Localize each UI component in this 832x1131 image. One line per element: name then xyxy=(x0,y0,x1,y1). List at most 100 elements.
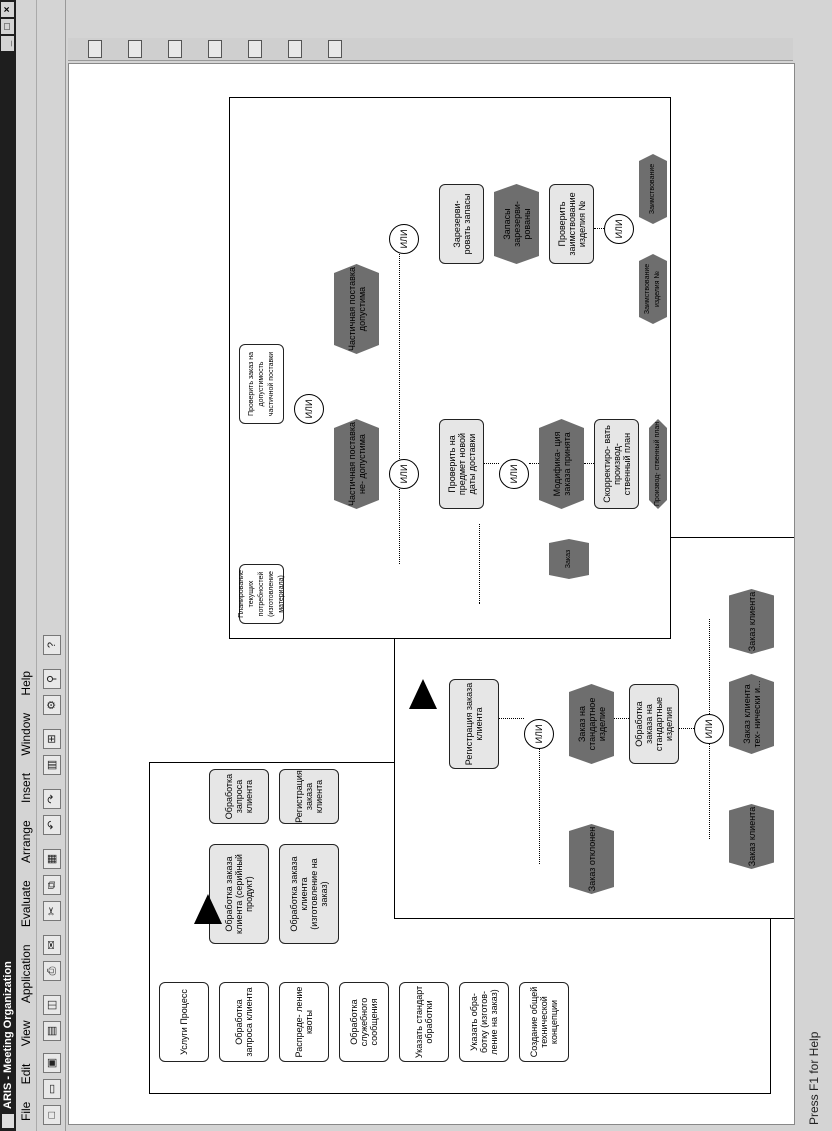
menu-application[interactable]: Application xyxy=(19,944,33,1004)
menu-view[interactable]: View xyxy=(19,1020,33,1047)
paste-icon[interactable]: ▦ xyxy=(43,849,61,869)
event-borrow[interactable]: Заимствование xyxy=(639,154,667,224)
node-processing-standard[interactable]: Указать стандарт обработки xyxy=(399,982,449,1062)
node-processing-custom[interactable]: Указать обра- ботку (изготов- ление на з… xyxy=(459,982,509,1062)
new-icon[interactable]: □ xyxy=(43,1105,61,1125)
node-quota-distribution[interactable]: Распреде- ление квоты xyxy=(279,982,329,1062)
or-connector[interactable]: ИЛИ xyxy=(524,719,554,749)
scroll-page-icon[interactable] xyxy=(288,40,302,58)
node-process-request[interactable]: Обработка запроса клиента xyxy=(219,982,269,1062)
toolbar: □ ▭ ▣ ▤ ◫ ⎙ ✉ ✂ ⧉ ▦ ↶ ↷ ▥ ⊞ ⚙ ⚲ ? xyxy=(37,0,66,1131)
mail-icon[interactable]: ✉ xyxy=(43,935,61,955)
zoom-icon[interactable]: ⚲ xyxy=(43,669,61,689)
scroll-thumb[interactable] xyxy=(128,40,142,58)
event-partial-not-allowed[interactable]: Частичная поставка не- допустима xyxy=(334,419,379,509)
vertical-scrollbar[interactable] xyxy=(68,38,793,61)
node-reserve-stock[interactable]: Зарезерви- ровать запасы xyxy=(439,184,484,264)
open-icon[interactable]: ▭ xyxy=(43,1079,61,1099)
event-order-rejected[interactable]: Заказ отклонен xyxy=(569,824,614,894)
help-icon[interactable]: ? xyxy=(43,635,61,655)
flow-line xyxy=(479,524,480,604)
flow-line xyxy=(484,463,499,464)
menu-arrange[interactable]: Arrange xyxy=(19,820,33,864)
save-icon[interactable]: ▣ xyxy=(43,1053,61,1073)
node-services-process[interactable]: Услуги Процесс xyxy=(159,982,209,1062)
event-production-plan[interactable]: Производ- ственный план xyxy=(649,419,667,509)
node-check-new-date[interactable]: Проверить на предмет новой даты доставки xyxy=(439,419,484,509)
node-planning[interactable]: Планирование текущих потребностей (изгот… xyxy=(238,564,285,624)
flow-line xyxy=(399,489,400,564)
minimize-button[interactable]: _ xyxy=(1,36,14,51)
menu-edit[interactable]: Edit xyxy=(19,1063,33,1085)
maximize-button[interactable]: □ xyxy=(1,19,14,34)
flow-line xyxy=(499,718,524,719)
or-connector[interactable]: ИЛИ xyxy=(604,214,634,244)
redo-icon[interactable]: ↷ xyxy=(43,789,61,809)
close-button[interactable]: × xyxy=(1,2,14,17)
flow-line xyxy=(614,718,629,719)
or-connector[interactable]: ИЛИ xyxy=(389,459,419,489)
or-connector[interactable]: ИЛИ xyxy=(499,459,529,489)
or-connector[interactable]: ИЛИ xyxy=(389,224,419,254)
window-title: ARIS - Meeting Organization xyxy=(2,961,14,1109)
event-partial-allowed[interactable]: Частичная поставка допустима xyxy=(334,264,379,354)
flow-line xyxy=(529,463,539,464)
event-standard-order[interactable]: Заказ на стандартное изделие xyxy=(569,684,614,764)
aris-logo-icon xyxy=(2,1114,14,1128)
pointer-arrow-icon xyxy=(194,894,222,924)
flow-line xyxy=(709,619,710,714)
menu-evaluate[interactable]: Evaluate xyxy=(19,880,33,928)
undo-icon[interactable]: ↶ xyxy=(43,815,61,835)
menu-insert[interactable]: Insert xyxy=(19,772,33,803)
node-process-standard[interactable]: Обработка заказа на стандартные изделия xyxy=(629,684,679,764)
status-text: Press F1 for Help xyxy=(807,1031,821,1125)
menu-help[interactable]: Help xyxy=(19,670,33,696)
node-service-message[interactable]: Обработка служебного сообщения xyxy=(339,982,389,1062)
node-check-partial[interactable]: Проверить заказ на допустимость частично… xyxy=(239,344,284,424)
scroll-page-icon[interactable] xyxy=(248,40,262,58)
flow-line xyxy=(584,463,594,464)
event-modification-accepted[interactable]: Модифика- ция заказа принята xyxy=(539,419,584,509)
node-order-registration[interactable]: Регистрация заказа клиента xyxy=(279,769,339,824)
menu-file[interactable]: File xyxy=(19,1101,33,1121)
diagram-canvas[interactable]: Услуги Процесс Обработка запроса клиента… xyxy=(68,63,795,1125)
title-bar: ARIS - Meeting Organization _ □ × xyxy=(0,0,16,1131)
node-order-custom[interactable]: Обработка заказа клиента (изготовление н… xyxy=(279,844,339,944)
flow-line xyxy=(709,744,710,839)
flow-line xyxy=(679,728,694,729)
node-tech-concept[interactable]: Создание общей технической концепции xyxy=(519,982,569,1062)
right-panel xyxy=(229,97,671,639)
or-connector[interactable]: ИЛИ xyxy=(294,394,324,424)
scroll-page-icon[interactable] xyxy=(208,40,222,58)
copy-icon[interactable]: ⧉ xyxy=(43,875,61,895)
event-order-client[interactable]: Заказ клиента xyxy=(729,804,774,869)
flow-line xyxy=(594,228,604,229)
flow-line xyxy=(539,749,540,864)
pointer-arrow-icon xyxy=(409,679,437,709)
menu-bar: File Edit View Application Evaluate Arra… xyxy=(16,0,37,1131)
print-icon[interactable]: ▤ xyxy=(43,1021,61,1041)
scroll-page-icon[interactable] xyxy=(168,40,182,58)
properties-icon[interactable]: ▥ xyxy=(43,755,61,775)
scroll-page-icon[interactable] xyxy=(328,40,342,58)
node-check-borrow[interactable]: Проверить заимствование изделия № xyxy=(549,184,594,264)
print-setup-icon[interactable]: ⎙ xyxy=(43,961,61,981)
tools-icon[interactable]: ⚙ xyxy=(43,695,61,715)
event-borrow-item[interactable]: Заимствование изделия № xyxy=(639,254,667,324)
layout-icon[interactable]: ⊞ xyxy=(43,729,61,749)
status-bar: Press F1 for Help xyxy=(800,0,830,1131)
node-request-processing[interactable]: Обработка запроса клиента xyxy=(209,769,269,824)
event-order-client[interactable]: Заказ клиента xyxy=(729,589,774,654)
scroll-up-icon[interactable] xyxy=(88,40,102,58)
flow-line xyxy=(399,254,400,459)
menu-window[interactable]: Window xyxy=(19,712,33,756)
event-stock-reserved[interactable]: Запасы зарезерви- рованы xyxy=(494,184,539,264)
event-order-partial[interactable]: Заказ xyxy=(549,539,589,579)
or-connector[interactable]: ИЛИ xyxy=(694,714,724,744)
node-register-order[interactable]: Регистрация заказа клиента xyxy=(449,679,499,769)
cut-icon[interactable]: ✂ xyxy=(43,901,61,921)
node-correct-plan[interactable]: Скорректиро- вать производ- ственный пла… xyxy=(594,419,639,509)
event-order-tech[interactable]: Заказ клиента тех- нически и... xyxy=(729,674,774,754)
preview-icon[interactable]: ◫ xyxy=(43,995,61,1015)
